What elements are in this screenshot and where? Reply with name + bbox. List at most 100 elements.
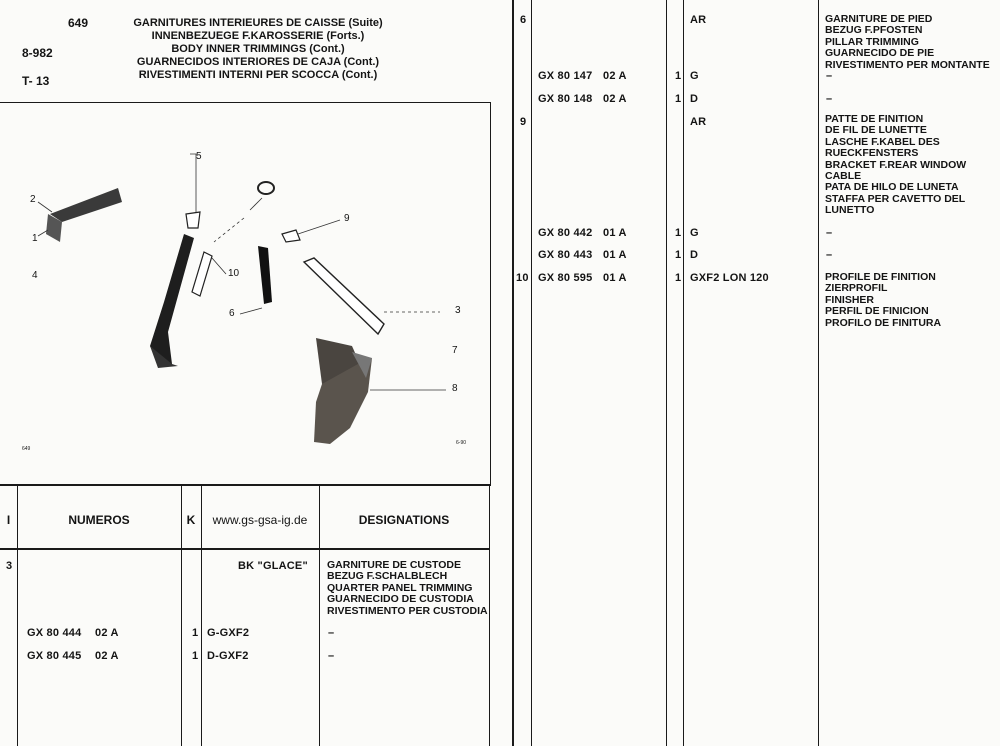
left-table-divider-5 — [489, 484, 490, 746]
part-variant: G — [690, 227, 699, 239]
group-10-index: 10 — [516, 272, 529, 284]
part-variant: GXF2 LON 120 — [690, 272, 769, 284]
designation-line: RUECKFENSTERS — [825, 147, 919, 160]
part-suffix: 01 A — [603, 227, 627, 239]
part-number: GX 80 147 — [538, 70, 593, 82]
part-suffix: 02 A — [95, 627, 119, 639]
part-suffix: 01 A — [603, 272, 627, 284]
part-5-shape — [185, 153, 201, 229]
designation-line: FINISHER — [825, 293, 875, 306]
callout-5: 5 — [196, 151, 202, 162]
col-header-numeros: NUMEROS — [68, 513, 130, 527]
callout-9: 9 — [344, 213, 350, 224]
part-8-quarter-panel-shape — [314, 338, 446, 444]
part-number: GX 80 148 — [538, 93, 593, 105]
designation-line: PERFIL DE FINICION — [825, 305, 929, 318]
callout-10: 10 — [228, 268, 240, 279]
callout-7: 7 — [452, 345, 458, 356]
part-designation: – — [826, 227, 833, 239]
col-header-designations: DESIGNATIONS — [358, 513, 450, 527]
left-table-divider-2 — [181, 484, 182, 746]
designation-line: DE FIL DE LUNETTE — [825, 124, 927, 137]
part-suffix: 02 A — [95, 650, 119, 662]
designation-line: GUARNECIDO DE CUSTODIA — [327, 593, 474, 606]
right-table-divider-3 — [683, 0, 684, 746]
part-designation: – — [826, 93, 833, 105]
designation-line: PATA DE HILO DE LUNETA — [825, 181, 959, 194]
group-9-index: 9 — [520, 116, 527, 128]
designation-line: PATTE DE FINITION — [825, 113, 924, 125]
part-number: GX 80 445 — [27, 650, 82, 662]
page-title-de: INNENBEZUEGE F.KAROSSERIE (Forts.) — [151, 30, 365, 42]
part-designation: – — [826, 70, 833, 82]
right-table-divider-1 — [531, 0, 532, 746]
left-table-top-rule — [0, 484, 490, 485]
designation-line: PILLAR TRIMMING — [825, 35, 919, 48]
left-group-index: 3 — [6, 560, 13, 572]
designation-line: CABLE — [825, 170, 862, 183]
page-title-es: GUARNECIDOS INTERIORES DE CAJA (Cont.) — [136, 56, 380, 68]
part-number: GX 80 442 — [538, 227, 593, 239]
clip-ring-shape — [213, 181, 275, 243]
group-9-designation: PATTE DE FINITION DE FIL DE LUNETTE LASC… — [825, 113, 966, 217]
part-9-shape — [281, 219, 341, 243]
left-table-divider-3 — [201, 484, 202, 746]
callout-4: 4 — [32, 270, 38, 281]
reference-code: 8-982 — [22, 46, 53, 60]
page-title-it: RIVESTIMENTI INTERNI PER SCOCCA (Cont.) — [138, 69, 378, 81]
designation-line: LUNETTO — [825, 204, 875, 217]
designation-line: LASCHE F.KABEL DES — [825, 135, 940, 148]
designation-line: STAFFA PER CAVETTO DEL — [825, 192, 966, 205]
part-variant: G-GXF2 — [207, 627, 250, 639]
diagram-corner-label-left: 649 — [22, 446, 31, 452]
part-quantity: 1 — [192, 650, 199, 662]
part-designation: – — [328, 650, 335, 662]
part-variant: D-GXF2 — [207, 650, 249, 662]
left-group-designation: GARNITURE DE CUSTODE BEZUG F.SCHALBLECH … — [327, 559, 488, 617]
callout-6: 6 — [229, 308, 235, 319]
group-6-variant: AR — [690, 14, 707, 26]
left-table-divider-4 — [319, 484, 320, 746]
section-code: T- 13 — [22, 74, 50, 88]
part-quantity: 1 — [675, 70, 682, 82]
page-number: 649 — [68, 16, 89, 30]
designation-line: ZIERPROFIL — [825, 282, 888, 295]
part-suffix: 01 A — [603, 249, 627, 261]
part-variant: G — [690, 70, 699, 82]
designation-line: RIVESTIMENTO PER CUSTODIA — [327, 604, 488, 617]
part-designation: – — [328, 627, 335, 639]
group-6-designation: GARNITURE DE PIED BEZUG F.PFOSTEN PILLAR… — [825, 13, 990, 71]
part-10-shape — [191, 251, 227, 297]
part-number: GX 80 595 — [538, 272, 593, 284]
group-10-designation: PROFILE DE FINITION ZIERPROFIL FINISHER … — [825, 271, 942, 329]
left-table-header-rule — [0, 548, 490, 550]
part-2-shape — [37, 188, 122, 242]
col-header-index: I — [6, 513, 11, 527]
left-table-divider-1 — [17, 484, 18, 746]
part-suffix: 02 A — [603, 70, 627, 82]
part-6-shape — [239, 246, 272, 315]
diagram-frame — [0, 102, 491, 486]
designation-line: PROFILO DE FINITURA — [825, 316, 942, 329]
right-table-divider-outer — [512, 0, 514, 746]
designation-line: GARNITURE DE PIED — [825, 13, 933, 25]
col-header-website: www.gs-gsa-ig.de — [212, 513, 308, 527]
designation-line: BEZUG F.PFOSTEN — [825, 24, 923, 37]
designation-line: GARNITURE DE CUSTODE — [327, 559, 461, 571]
callout-2: 2 — [30, 194, 36, 205]
group-9-variant: AR — [690, 116, 707, 128]
left-group-variant: BK "GLACE" — [238, 560, 308, 572]
part-number: GX 80 444 — [27, 627, 82, 639]
callout-1: 1 — [32, 233, 38, 244]
part-quantity: 1 — [192, 627, 199, 639]
part-designation: – — [826, 249, 833, 261]
callout-3: 3 — [455, 305, 461, 316]
part-4-pillar-shape — [150, 234, 194, 368]
designation-line: PROFILE DE FINITION — [825, 271, 936, 283]
part-number: GX 80 443 — [538, 249, 593, 261]
page-title-block: GARNITURES INTERIEURES DE CAISSE (Suite)… — [120, 17, 396, 82]
diagram-corner-label-right: 6-90 — [456, 440, 467, 446]
part-suffix: 02 A — [603, 93, 627, 105]
designation-line: QUARTER PANEL TRIMMING — [327, 581, 473, 594]
designation-line: GUARNECIDO DE PIE — [825, 47, 935, 60]
